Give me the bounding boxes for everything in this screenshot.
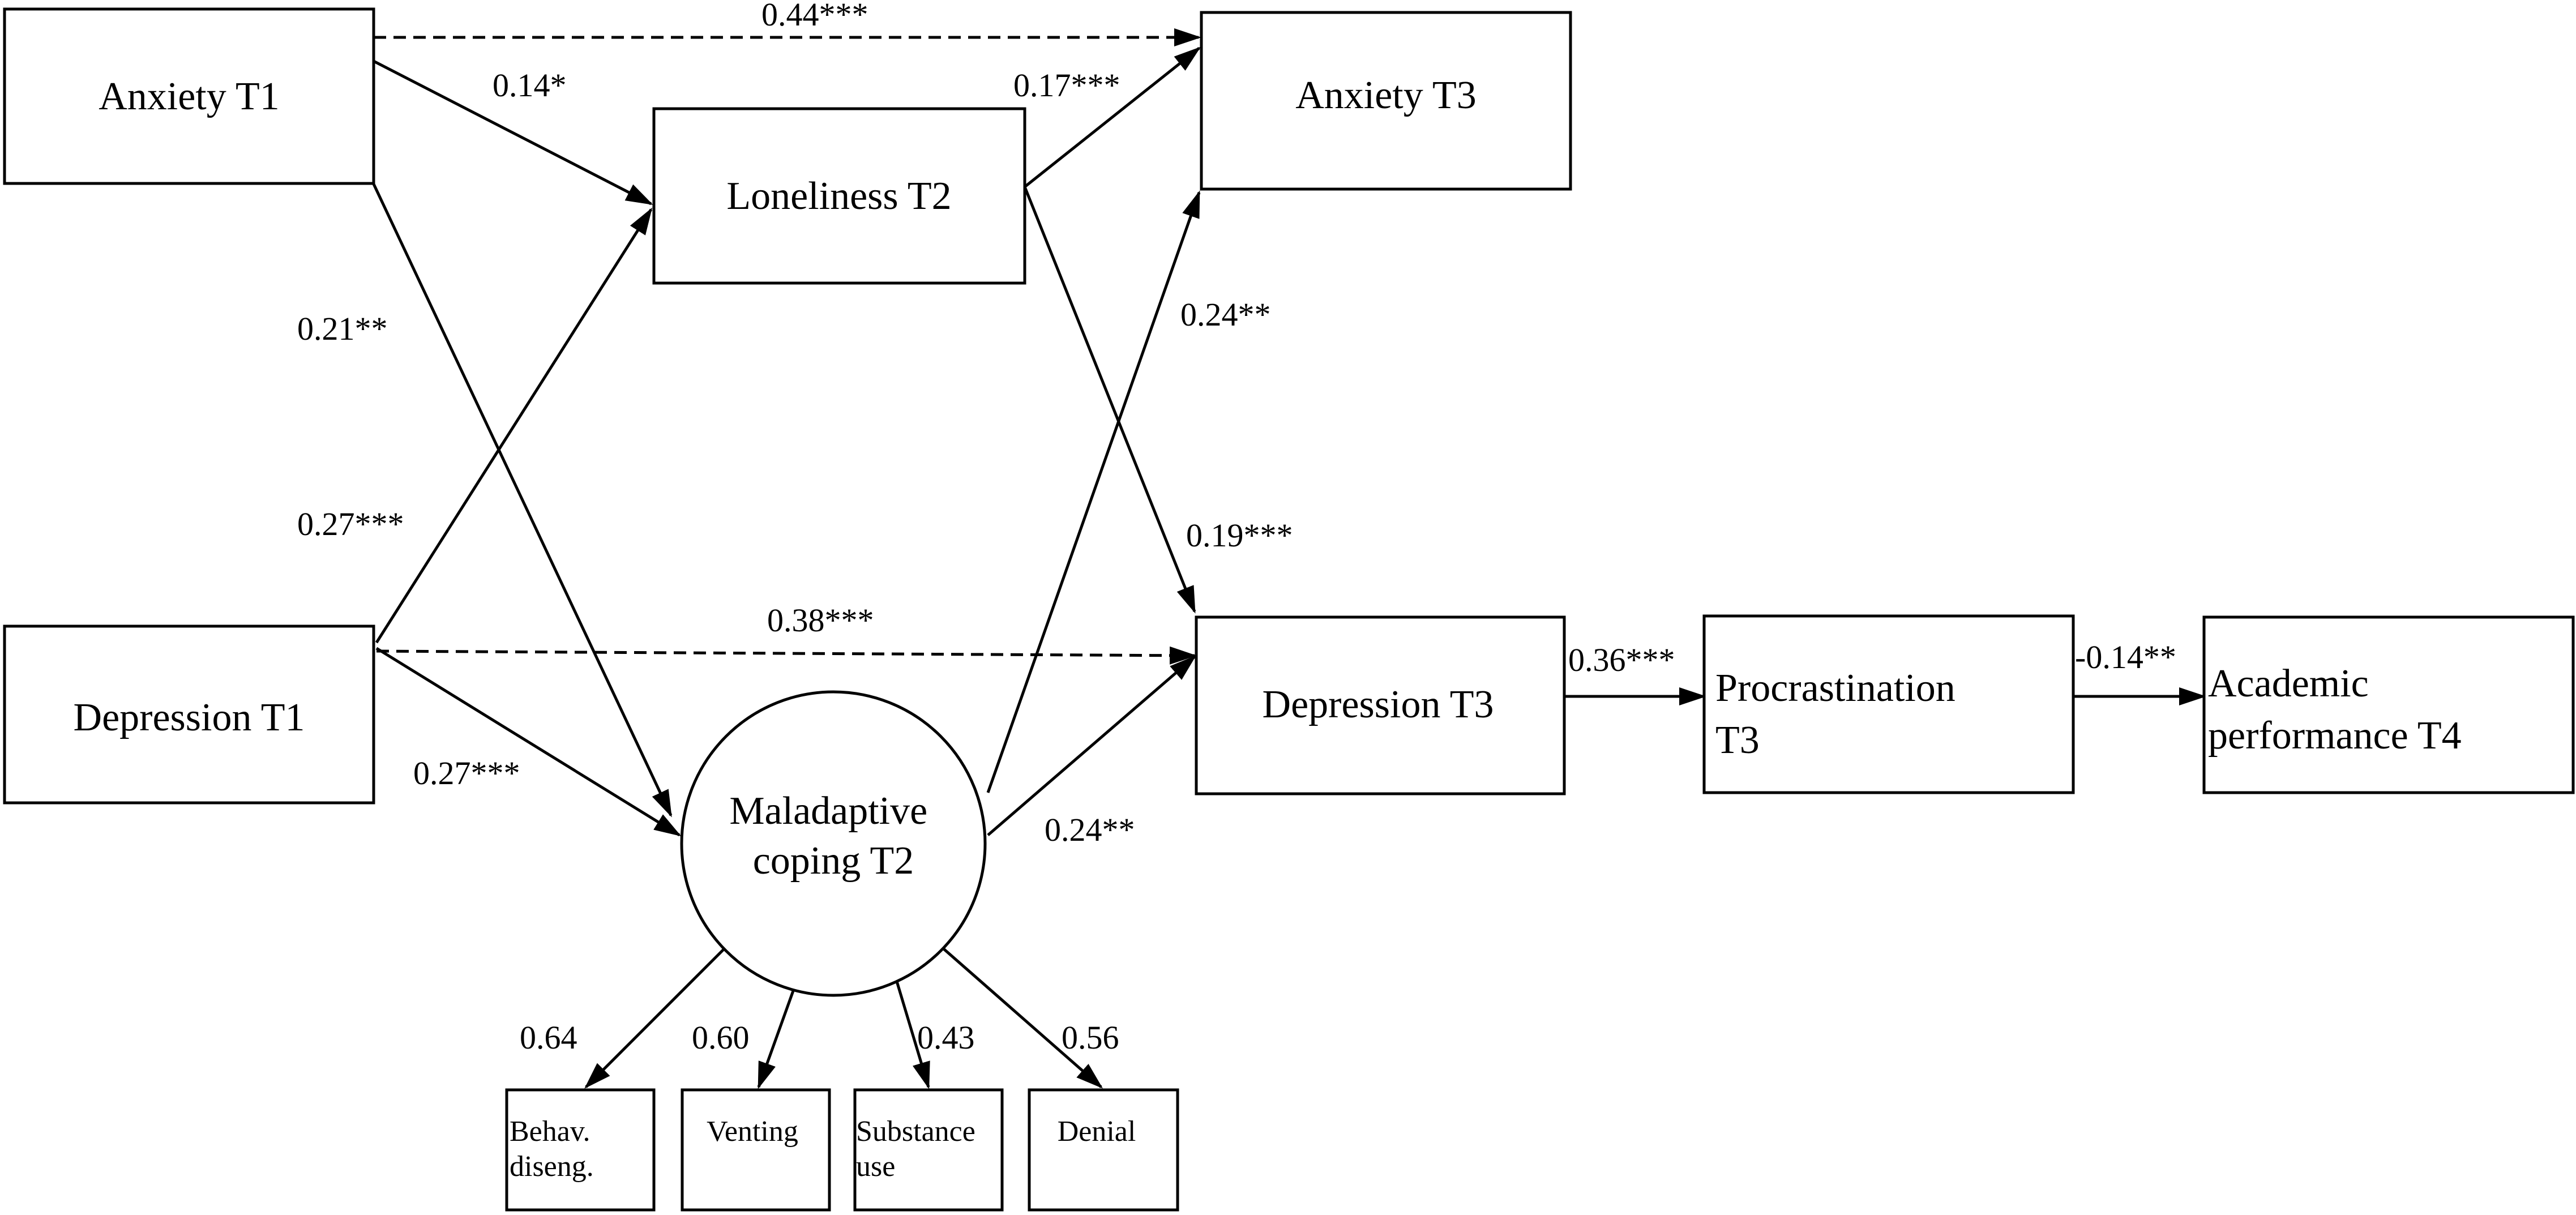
node-depression-t1-label: Depression T1	[74, 696, 305, 739]
path-coping-t2-to-depression-t3	[987, 655, 1197, 836]
coefficient-labels: 0.44*** 0.14* 0.17*** 0.21** 0.24** 0.27…	[297, 0, 2176, 1056]
path-loneliness-t2-to-depression-t3	[1023, 186, 1196, 614]
edges	[372, 28, 2206, 1089]
coping-label-line-2: coping T2	[753, 839, 914, 883]
node-denial-label: Denial	[1058, 1115, 1136, 1148]
node-substance-use-label: Substance use	[856, 1115, 983, 1183]
node-depression-t3: Depression T3	[1195, 615, 1566, 795]
loading-substance-use	[893, 973, 930, 1089]
coef-depression-t1-to-depression-t3: 0.38***	[767, 602, 874, 639]
procrastination-label-line-2: T3	[1715, 718, 1760, 762]
coef-anxiety-t1-to-anxiety-t3: 0.44***	[761, 0, 868, 33]
coef-depression-t1-to-loneliness-t2: 0.27***	[297, 506, 404, 542]
path-depression-t1-to-depression-t3	[376, 646, 1197, 665]
node-anxiety-t3-label: Anxiety T3	[1295, 74, 1477, 117]
academic-label-line-2: performance T4	[2208, 714, 2462, 758]
coef-depression-t1-to-coping-t2: 0.27***	[413, 755, 520, 792]
academic-label-line-1: Academic	[2208, 662, 2369, 705]
coef-loneliness-t2-to-depression-t3: 0.19***	[1186, 517, 1293, 554]
node-substance-use: Substance use	[853, 1088, 1004, 1212]
loading-label-substance-use: 0.43	[917, 1019, 975, 1056]
loading-label-venting: 0.60	[692, 1019, 750, 1056]
coef-loneliness-t2-to-anxiety-t3: 0.17***	[1013, 67, 1120, 104]
node-anxiety-t3: Anxiety T3	[1200, 11, 1572, 191]
coef-procrastination-t3-to-academic-t4: -0.14**	[2075, 639, 2176, 675]
node-depression-t1: Depression T1	[3, 624, 375, 805]
coef-coping-t2-to-depression-t3: 0.24**	[1045, 811, 1135, 848]
node-denial: Denial	[1028, 1088, 1179, 1212]
coef-coping-t2-to-anxiety-t3: 0.24**	[1180, 296, 1271, 333]
substance-use-line-1: Substance	[856, 1115, 975, 1148]
node-academic-performance-t4: Academic performance T4	[2202, 615, 2575, 794]
coef-anxiety-t1-to-loneliness-t2: 0.14*	[493, 67, 567, 104]
node-anxiety-t1: Anxiety T1	[3, 7, 375, 185]
loading-label-denial: 0.56	[1062, 1019, 1119, 1056]
path-anxiety-t1-to-loneliness-t2	[373, 59, 653, 206]
coef-depression-t3-to-procrastination-t3: 0.36***	[1568, 641, 1675, 678]
node-procrastination-t3: Procrastination T3	[1702, 614, 2075, 794]
node-behav-diseng: Behav. diseng.	[505, 1088, 656, 1212]
node-loneliness-t2: Loneliness T2	[652, 107, 1026, 285]
coef-anxiety-t1-to-coping-t2: 0.21**	[297, 310, 388, 347]
node-behav-diseng-label: Behav. diseng.	[510, 1115, 597, 1183]
procrastination-label-line-1: Procrastination	[1715, 666, 1955, 710]
path-depression-t1-to-coping-t2	[375, 647, 682, 837]
node-loneliness-t2-label: Loneliness T2	[726, 174, 951, 218]
node-maladaptive-coping-t2: Maladaptive coping T2	[680, 690, 987, 997]
node-venting: Venting	[681, 1088, 831, 1212]
path-coping-t2-to-anxiety-t3	[986, 190, 1201, 793]
coping-label-line-1: Maladaptive	[729, 789, 927, 833]
node-anxiety-t1-label: Anxiety T1	[99, 75, 280, 118]
loading-behav-diseng	[584, 944, 729, 1089]
loading-denial	[939, 944, 1103, 1089]
behav-diseng-line-2: diseng.	[510, 1150, 594, 1183]
loading-label-behav-diseng: 0.64	[520, 1019, 577, 1056]
substance-use-line-2: use	[856, 1150, 895, 1183]
path-anxiety-t1-to-coping-t2	[372, 183, 673, 818]
path-depression-t1-to-loneliness-t2	[375, 207, 653, 644]
behav-diseng-line-1: Behav.	[510, 1115, 590, 1148]
node-depression-t3-label: Depression T3	[1263, 683, 1494, 726]
node-maladaptive-coping-t2-label: Maladaptive coping T2	[729, 789, 937, 883]
loading-venting	[757, 976, 800, 1089]
node-procrastination-t3-label: Procrastination T3	[1715, 666, 1965, 762]
node-academic-performance-t4-label: Academic performance T4	[2208, 662, 2462, 758]
path-loneliness-t2-to-anxiety-t3	[1024, 46, 1201, 188]
node-venting-label: Venting	[707, 1115, 798, 1148]
